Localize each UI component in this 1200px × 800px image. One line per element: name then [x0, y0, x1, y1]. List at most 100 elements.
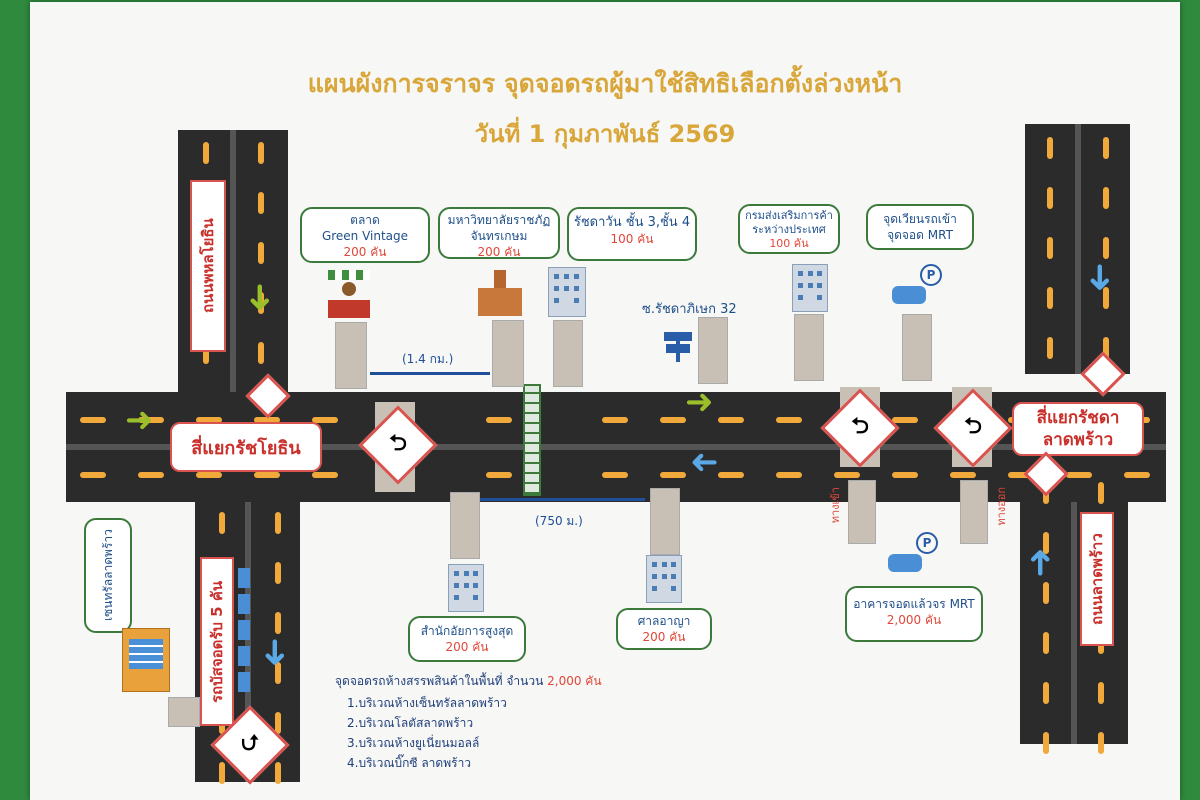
soi-label: ซ.รัชดาภิเษก 32 — [642, 302, 737, 317]
arrow-down-icon: ➜ — [254, 637, 296, 668]
lane-dash — [275, 512, 281, 534]
place-mrt-turnaround: จุดเวียนรถเข้า จุดจอด MRT — [866, 204, 974, 250]
legend-item: 4.บริเวณบิ๊กซี ลาดพร้าว — [347, 756, 472, 770]
driveway — [902, 314, 932, 381]
place-mrt-park-ride: อาคารจอดแล้วจร MRT 2,000 คัน — [845, 586, 983, 642]
place-attorney-general: สำนักอัยการสูงสุด 200 คัน — [408, 616, 526, 662]
place-central-ladprao: เซนทรัลลาดพร้าว — [84, 518, 132, 633]
lane-dash — [1103, 137, 1109, 159]
lane-dash — [80, 417, 106, 423]
driveway — [450, 492, 480, 559]
lane-dash — [950, 472, 976, 478]
place-name-2: จุดจอด MRT — [887, 228, 953, 242]
distance-label-top: (1.4 กม.) — [402, 352, 454, 366]
lane-dash — [258, 142, 264, 164]
lane-dash — [718, 472, 744, 478]
office-building-icon — [448, 564, 484, 612]
place-name: รัชดาวัน ชั้น 3,ชั้น 4 — [573, 215, 691, 230]
parking-car-icon: P — [892, 264, 942, 308]
lane-dash — [660, 472, 686, 478]
driveway — [553, 320, 583, 387]
legend-heading-row: จุดจอดรถห้างสรรพสินค้าในพื้นที่ จำนวน 2,… — [335, 672, 602, 691]
lane-dash — [1098, 482, 1104, 504]
lane-dash — [776, 472, 802, 478]
u-turn-icon: ⮍ — [241, 731, 259, 756]
lane-dash — [1043, 732, 1049, 754]
lane-dash — [1103, 337, 1109, 359]
road-median — [1075, 124, 1081, 374]
lane-dash — [219, 512, 225, 534]
lane-dash — [486, 417, 512, 423]
driveway — [492, 320, 524, 387]
road-median — [230, 130, 236, 392]
place-count: 100 คัน — [610, 232, 654, 246]
place-name: มหาวิทยาลัยราชภัฏ — [447, 213, 551, 227]
lane-dash — [1098, 732, 1104, 754]
road-median — [1071, 472, 1077, 744]
legend-heading-count: 2,000 คัน — [547, 674, 602, 688]
place-dept-trade: กรมส่งเสริมการค้า ระหว่างประเทศ 100 คัน — [738, 204, 840, 254]
place-criminal-court: ศาลอาญา 200 คัน — [616, 608, 712, 650]
u-turn-icon: ⮌ — [851, 414, 869, 439]
lane-dash — [203, 142, 209, 164]
lane-dash — [1047, 187, 1053, 209]
lane-dash — [1047, 137, 1053, 159]
place-count: 200 คัน — [343, 245, 387, 259]
lane-dash — [1124, 472, 1150, 478]
university-building-icon — [478, 270, 522, 316]
place-name-2: ระหว่างประเทศ — [752, 223, 826, 236]
map-title: แผนผังการจราจร จุดจอดรถผู้มาใช้สิทธิเลือ… — [307, 69, 903, 98]
lane-dash — [275, 712, 281, 734]
driveway — [650, 488, 680, 555]
place-name-2: Green Vintage — [321, 229, 409, 243]
exit-label: ทางออก — [995, 487, 1008, 526]
legend-item: 2.บริเวณโลตัสลาดพร้าว — [347, 716, 474, 730]
legend-item: 3.บริเวณห้างยูเนี่ยนมอลล์ — [347, 736, 480, 750]
place-name: อาคารจอดแล้วจร MRT — [853, 597, 975, 611]
lane-dash — [196, 472, 222, 478]
driveway — [794, 314, 824, 381]
lane-dash — [776, 417, 802, 423]
street-sign-icon — [664, 332, 692, 362]
place-name: ศาลอาญา — [637, 614, 691, 628]
market-stall-icon — [328, 270, 370, 318]
place-name-2: จันทรเกษม — [470, 229, 528, 243]
road-label-bus: รถบัสจอดรับ 5 คัน — [200, 557, 234, 726]
lane-dash — [275, 662, 281, 684]
office-building-icon — [646, 555, 682, 603]
lane-dash — [312, 417, 338, 423]
driveway-exit — [960, 480, 988, 544]
lane-dash — [1043, 582, 1049, 604]
bus-icon — [238, 568, 250, 698]
lane-dash — [275, 762, 281, 784]
place-name: กรมส่งเสริมการค้า — [745, 209, 833, 222]
lane-dash — [1047, 287, 1053, 309]
lane-dash — [1043, 532, 1049, 554]
lane-dash — [203, 342, 209, 364]
arrow-up-icon: ➜ — [1019, 547, 1061, 578]
lane-dash — [258, 292, 264, 314]
lane-dash — [258, 192, 264, 214]
lane-dash — [254, 417, 280, 423]
lane-dash — [1066, 472, 1092, 478]
u-turn-icon: ⮌ — [964, 414, 982, 439]
junction-ratchada-latphrao: สี่แยกรัชดา ลาดพร้าว — [1012, 402, 1144, 456]
lane-dash — [1043, 632, 1049, 654]
driveway — [335, 322, 367, 389]
office-building-icon — [548, 267, 586, 317]
arrow-down-icon: ➜ — [239, 282, 281, 313]
lane-dash — [80, 472, 106, 478]
legend-item: 1.บริเวณห้างเซ็นทรัลลาดพร้าว — [347, 696, 507, 710]
junction-name-line1: สี่แยกรัชดา — [1036, 408, 1120, 428]
lane-dash — [1008, 472, 1034, 478]
place-count: 200 คัน — [445, 640, 489, 654]
pedestrian-bridge — [523, 384, 541, 496]
arrow-right-icon: ➜ — [685, 382, 714, 422]
distance-label-bottom: (750 ม.) — [535, 514, 583, 528]
lane-dash — [1047, 237, 1053, 259]
road-median — [66, 444, 1166, 450]
junction-ratchayothin: สี่แยกรัชโยธิน — [170, 422, 322, 472]
distance-arrow-bottom — [480, 498, 645, 501]
map-date: วันที่ 1 กุมภาพันธ์ 2569 — [474, 120, 736, 148]
lane-dash — [834, 472, 860, 478]
